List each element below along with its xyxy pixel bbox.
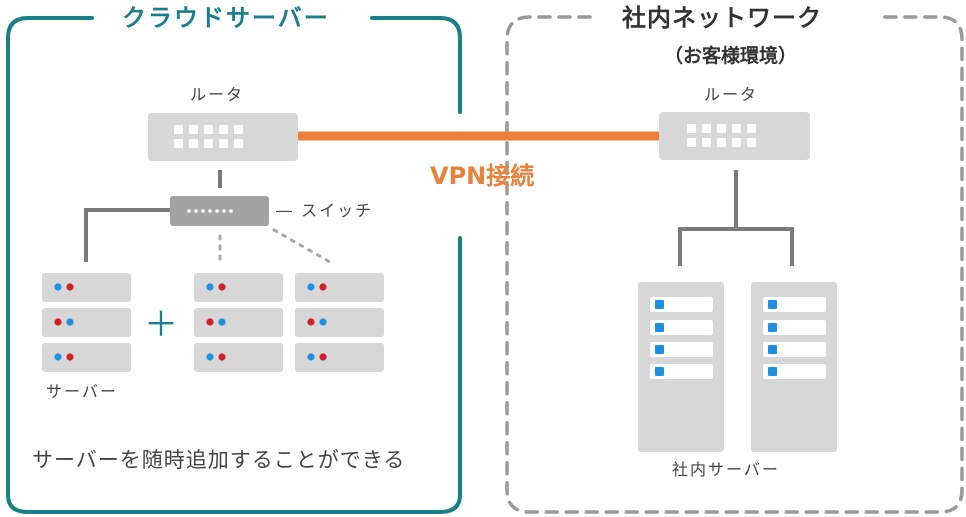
office-title: 社内ネットワーク	[622, 4, 822, 32]
cloud-server-stack-1	[42, 273, 131, 372]
office-servers-label: 社内サーバー	[672, 460, 780, 479]
cloud-note: サーバーを随時追加することができる	[32, 448, 406, 472]
cloud-title: クラウドサーバー	[122, 4, 330, 32]
vpn-label: VPN接続	[430, 162, 535, 190]
office-router	[659, 112, 810, 160]
cloud-wiring	[84, 170, 222, 262]
cloud-router	[148, 113, 298, 161]
cloud-boundary	[6, 16, 462, 514]
switch-label: ― スイッチ	[276, 201, 374, 220]
switch-device	[170, 196, 269, 226]
office-subtitle: （お客様環境）	[664, 45, 798, 67]
plus-sign: ＋	[144, 305, 178, 345]
cloud-server-stack-2	[194, 273, 283, 372]
cloud-server-stack-3	[295, 273, 384, 372]
office-router-label: ルータ	[704, 85, 759, 104]
cloud-servers-label: サーバー	[46, 382, 118, 401]
cloud-dotted-wiring	[218, 228, 332, 264]
office-server-tower-1	[638, 282, 724, 452]
office-wiring	[678, 170, 794, 266]
office-server-tower-2	[751, 282, 837, 452]
cloud-router-label: ルータ	[190, 85, 245, 104]
office-boundary	[505, 15, 964, 514]
